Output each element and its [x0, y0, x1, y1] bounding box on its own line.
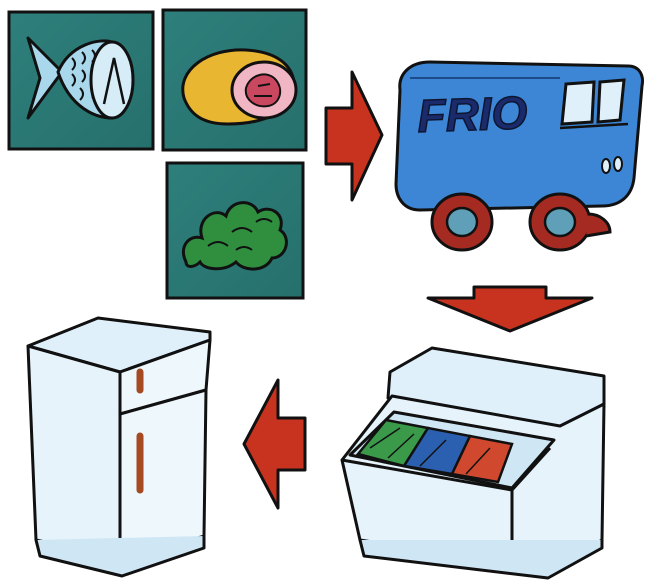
- freezer-display-icon: [342, 348, 604, 578]
- meat-tile: [163, 10, 306, 150]
- truck-icon: FRIO: [396, 62, 642, 250]
- arrow-down: [428, 287, 592, 331]
- meat-icon: [183, 50, 296, 124]
- arrow-right: [326, 72, 382, 200]
- vegetable-tile: [167, 163, 303, 298]
- truck-label: FRIO: [417, 86, 529, 142]
- refrigerator-icon: [28, 318, 210, 576]
- truck-wheel-front: [530, 194, 590, 250]
- arrow-left: [244, 380, 305, 508]
- fish-tile: [9, 12, 153, 149]
- truck-wheel-rear: [432, 194, 492, 250]
